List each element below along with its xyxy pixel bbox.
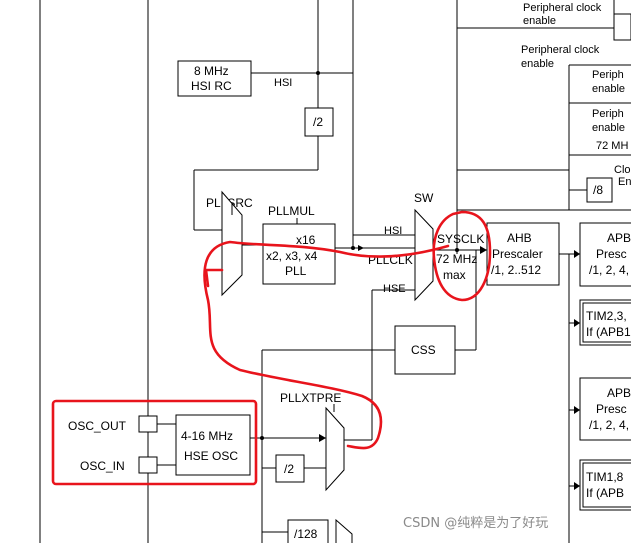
ahb-divisors: /1, 2..512	[491, 263, 541, 277]
pllxtpre-label: PLLXTPRE	[280, 391, 341, 405]
tim1-label-1: TIM1,8	[586, 470, 624, 484]
hsi-rc-label-1: 8 MHz	[194, 64, 229, 78]
hse-highlight-box	[51, 399, 258, 486]
clock-path-scribble	[203, 240, 450, 450]
apb2-label-2: Presc	[596, 402, 627, 416]
periph-label-1a: Peripheral clock	[523, 2, 602, 14]
sysclk-label: SYSCLK	[437, 232, 484, 246]
apb-blocks: APB Presc /1, 2, 4, TIM2,3, If (APB1 APB…	[569, 222, 631, 511]
mhz72-label: 72 MH	[596, 140, 628, 152]
hse-div2-block: /2	[262, 454, 326, 483]
pll-x16: x16	[296, 233, 316, 247]
div8-label: /8	[593, 183, 603, 197]
css-label: CSS	[411, 343, 436, 357]
sw-label: SW	[414, 191, 434, 205]
ahb-prescaler-label: Prescaler	[492, 247, 543, 261]
tim2-label-1: TIM2,3,	[586, 309, 627, 323]
apb1-label-1: APB	[607, 231, 631, 245]
periph-label-2a: Peripheral clock	[521, 44, 600, 56]
periph-label-2b: enable	[521, 58, 554, 70]
sw-hse-input: HSE	[383, 283, 406, 295]
css-block: CSS	[261, 290, 476, 543]
apb2-label-1: APB	[607, 386, 631, 400]
pll-label: PLL	[285, 264, 307, 278]
clo-label-a: Clo	[614, 164, 631, 176]
pllxtpre-mux: PLLXTPRE	[280, 391, 372, 492]
hse-osc-label: HSE OSC	[184, 449, 238, 463]
sw-mux: SW HSI PLLCLK HSE	[353, 191, 434, 302]
ahb-prescaler: AHB Prescaler /1, 2..512	[486, 222, 631, 543]
pll-multipliers: x2, x3, x4	[266, 249, 318, 263]
pll-block: PLLMUL x16 x2, x3, x4 PLL	[262, 204, 415, 285]
div128-label: /128	[294, 527, 318, 541]
sysclk-output: SYSCLK 72 MHz max	[433, 169, 569, 350]
periph-label-4a: Periph	[592, 108, 624, 120]
clo-label-b: En	[618, 176, 631, 188]
periph-label-1b: enable	[523, 15, 556, 27]
periph-label-4b: enable	[592, 122, 625, 134]
div128-block: /128	[262, 518, 353, 543]
tim1-label-2: If (APB	[586, 486, 624, 500]
red-annotations	[51, 210, 492, 486]
hse-osc-freq: 4-16 MHz	[181, 429, 233, 443]
hsi-wire-label: HSI	[274, 77, 292, 89]
sysclk-freq: 72 MHz	[436, 252, 477, 266]
right-column: Periph enable Periph enable 72 MH Clo En…	[568, 64, 631, 211]
arrow-head	[204, 268, 224, 288]
periph-label-3b: enable	[592, 83, 625, 95]
apb2-label-3: /1, 2, 4,	[589, 418, 629, 432]
apb1-label-2: Presc	[596, 247, 627, 261]
osc-in-label: OSC_IN	[80, 459, 125, 473]
sysclk-highlight-loop	[432, 210, 492, 302]
hsi-rc-block: 8 MHz HSI RC HSI	[177, 60, 353, 97]
csdn-watermark: CSDN @纯粹是为了好玩	[403, 516, 548, 531]
sysclk-max: max	[443, 268, 466, 282]
sw-hsi-input: HSI	[384, 225, 402, 237]
hse-div2-label: /2	[284, 462, 294, 476]
osc-out-label: OSC_OUT	[68, 419, 127, 433]
apb1-label-3: /1, 2, 4,	[589, 263, 629, 277]
peripheral-clock-enable-top: Peripheral clock enable Peripheral clock…	[457, 2, 631, 70]
hsi-rc-label-2: HSI RC	[191, 79, 232, 93]
periph-label-3a: Periph	[592, 69, 624, 81]
hse-osc-block: OSC_OUT OSC_IN 4-16 MHz HSE OSC	[68, 414, 326, 476]
hsi-div2-label: /2	[313, 115, 323, 129]
hsi-div2-block: /2	[193, 73, 334, 231]
pllmul-label: PLLMUL	[268, 204, 315, 218]
ahb-label: AHB	[507, 231, 532, 245]
tim2-label-2: If (APB1	[586, 325, 631, 339]
bus-lines	[39, 0, 615, 543]
